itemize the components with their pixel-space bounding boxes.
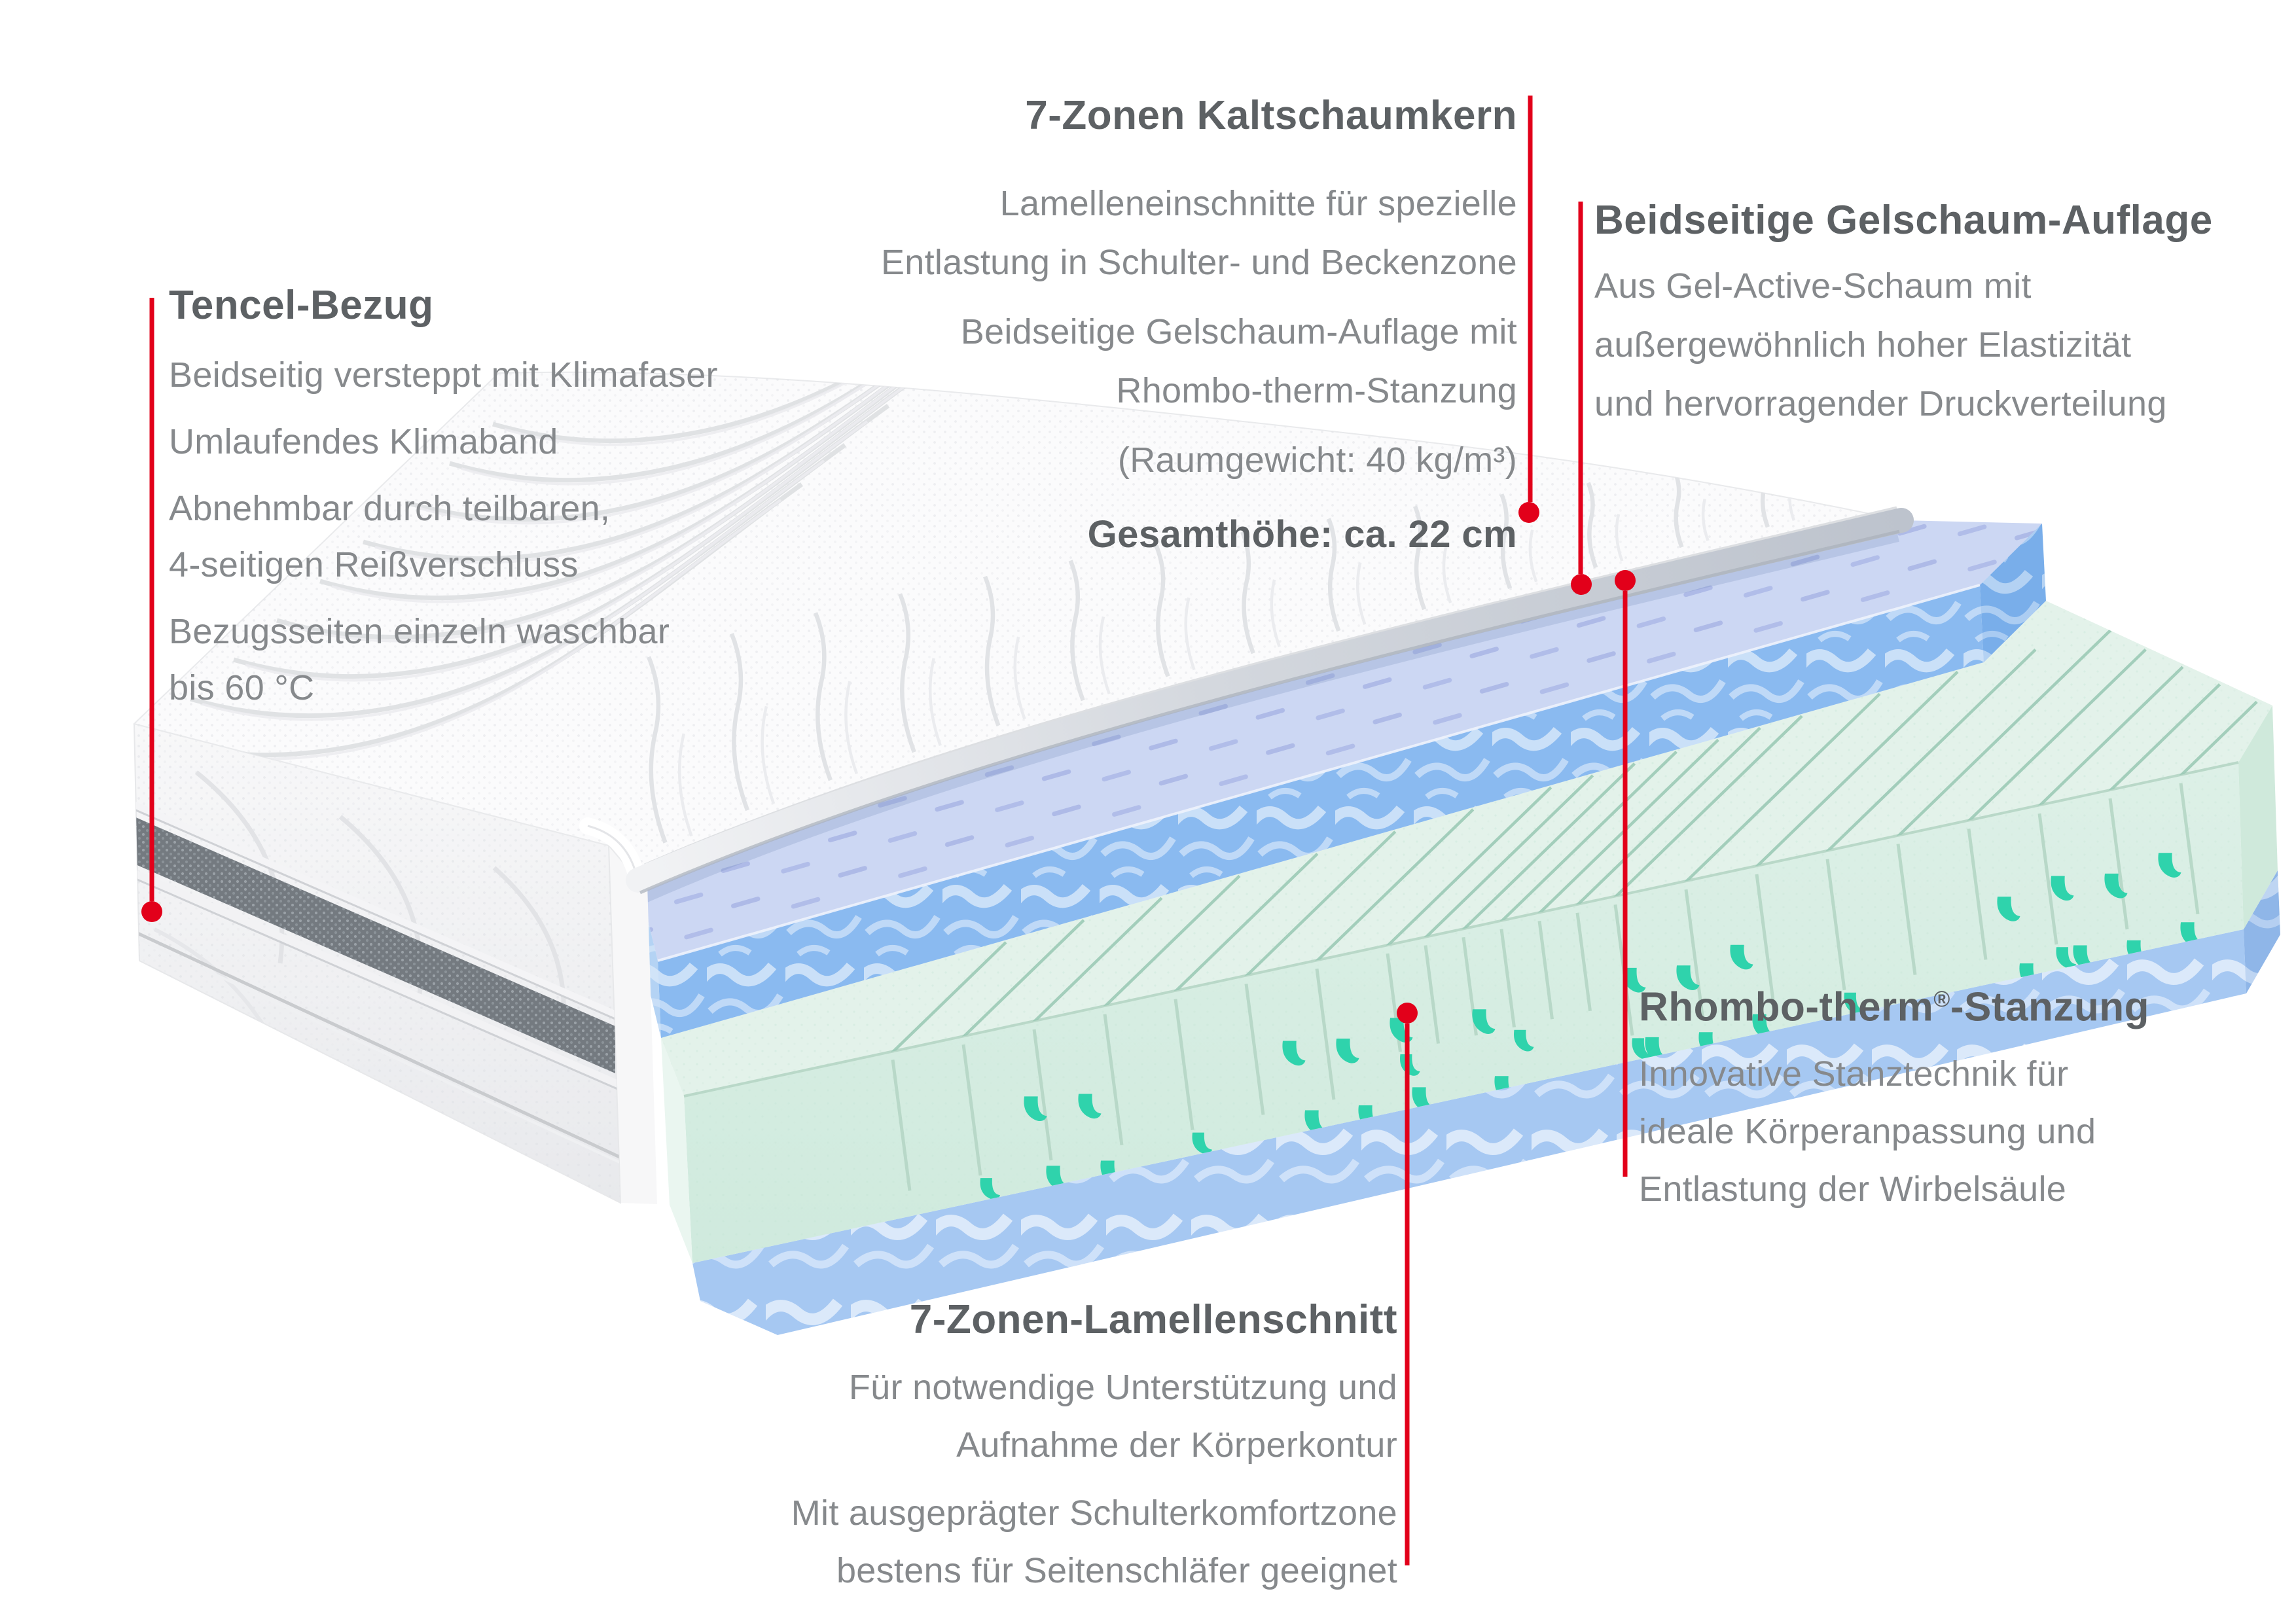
text-line: und hervorragender Druckverteilung	[1594, 384, 2167, 423]
text-paragraph: Umlaufendes Klimaband	[169, 414, 718, 470]
annotation-kaltschaumkern: 7-Zonen Kaltschaumkern Lamelleneinschnit…	[881, 92, 1517, 564]
gelschaum-title: Beidseitige Gelschaum-Auflage	[1594, 198, 2213, 243]
text-line: 4-seitigen Reißverschluss	[169, 545, 579, 584]
mattress-cover	[133, 371, 1914, 1204]
annotation-rhombo-stanzung: Rhombo-therm®-Stanzung Innovative Stanzt…	[1639, 975, 2149, 1218]
quilting-waves	[147, 372, 1149, 760]
text-paragraph: Mit ausgeprägter Schulterkomfortzone best…	[791, 1484, 1397, 1599]
text-line: Beidseitig versteppt mit Klimafaser	[169, 355, 718, 395]
annotation-tencel: Tencel-Bezug Beidseitig versteppt mit Kl…	[169, 281, 718, 716]
leader-rhombo-dot	[1615, 570, 1636, 591]
klimaband	[134, 814, 615, 1073]
cover-silver-edge	[626, 506, 1914, 895]
text-paragraph: Abnehmbar durch teilbaren, 4-seitigen Rei…	[169, 480, 718, 593]
annotation-lamellenschnitt: 7-Zonen-Lamellenschnitt Für notwendige U…	[791, 1296, 1397, 1599]
foam-core-end-face	[2238, 705, 2278, 929]
text-line: Für notwendige Unterstützung und	[848, 1368, 1397, 1407]
text-paragraph: Bezugsseiten einzeln waschbar bis 60 °C	[169, 603, 718, 716]
zone-cut-lines	[889, 626, 2258, 1056]
text-line: Abnehmbar durch teilbaren,	[169, 489, 611, 528]
rhombo-title: Rhombo-therm®-Stanzung	[1639, 984, 2150, 1030]
text-line: Beidseitige Gelschaum-Auflage mit	[960, 312, 1517, 351]
zipper	[134, 930, 620, 1169]
text-line: (Raumgewicht: 40 kg/m³)	[1117, 440, 1517, 480]
lamellen-title: 7-Zonen-Lamellenschnitt	[909, 1297, 1397, 1342]
text-paragraph: (Raumgewicht: 40 kg/m³)	[881, 431, 1517, 490]
total-height-label: Gesamthöhe: ca. 22 cm	[1087, 513, 1517, 556]
text-line: Entlastung der Wirbelsäule	[1639, 1169, 2067, 1209]
text-line: ideale Körperanpassung und	[1639, 1111, 2096, 1151]
front-quilting	[134, 770, 620, 1169]
text-line: Bezugsseiten einzeln waschbar	[169, 612, 670, 651]
text-paragraph: Innovative Stanztechnik für ideale Körper…	[1639, 1045, 2149, 1218]
text-line: Rhombo-therm-Stanzung	[1116, 371, 1517, 410]
text-line: Aufnahme der Körperkontur	[956, 1425, 1397, 1465]
leader-kaltschaum-dot	[1518, 502, 1539, 523]
gel-top-layer	[638, 520, 2046, 1038]
foam-core	[661, 601, 2278, 1263]
text-line: Aus Gel-Active-Schaum mit	[1594, 266, 2032, 306]
text-line: Lamelleneinschnitte für spezielle	[999, 184, 1517, 223]
rhombo-text: Innovative Stanztechnik für ideale Körper…	[1639, 1045, 2149, 1218]
gelschaum-text: Aus Gel-Active-Schaum mit außergewöhnlich…	[1594, 257, 2213, 433]
leader-lamellen-dot	[1397, 1003, 1418, 1024]
cover-cut-face	[609, 846, 657, 1204]
registered-mark: ®	[1933, 987, 1950, 1012]
leader-gelschaum-dot	[1571, 574, 1592, 595]
kaltschaum-title: 7-Zonen Kaltschaumkern	[1025, 93, 1517, 138]
bottom-gel-layer	[692, 870, 2280, 1335]
text-paragraph: Beidseitig versteppt mit Klimafaser	[169, 347, 718, 403]
tencel-title: Tencel-Bezug	[169, 283, 434, 328]
leader-lines	[141, 96, 1636, 1565]
text-line: Innovative Stanztechnik für	[1639, 1054, 2069, 1094]
text-line: bestens für Seitenschläfer geeignet	[836, 1551, 1397, 1590]
text-line: Umlaufendes Klimaband	[169, 422, 558, 461]
text-line: Entlastung in Schulter- und Beckenzone	[880, 243, 1517, 282]
text-line: bis 60 °C	[169, 668, 315, 707]
leader-tencel-dot	[141, 901, 162, 922]
text-paragraph: Aus Gel-Active-Schaum mit außergewöhnlich…	[1594, 257, 2213, 433]
annotation-gelschaum-auflage: Beidseitige Gelschaum-Auflage Aus Gel-Ac…	[1594, 196, 2213, 433]
text-line: Mit ausgeprägter Schulterkomfortzone	[791, 1493, 1397, 1533]
foam-core-left-cut	[661, 1038, 692, 1263]
text-line: außergewöhnlich hoher Elastizität	[1594, 325, 2132, 365]
